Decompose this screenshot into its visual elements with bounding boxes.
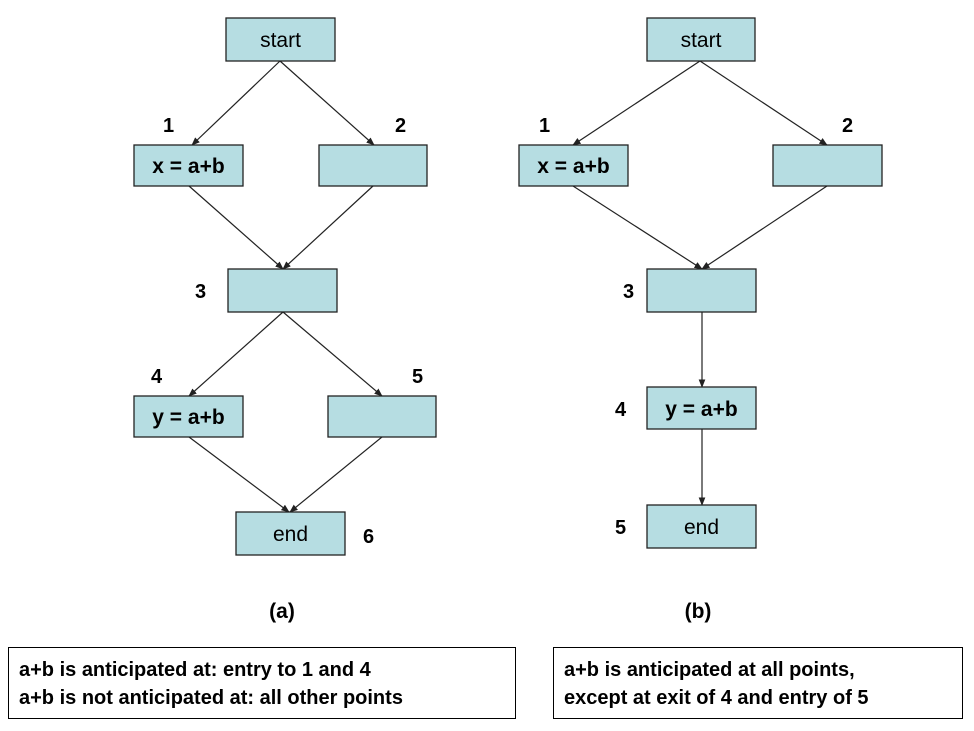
edge-a-2-3: [282, 185, 374, 270]
edge-b-start-1: [572, 60, 701, 146]
note-b-line-2: except at exit of 4 and entry of 5: [564, 687, 869, 709]
edge-a-3-5: [282, 311, 383, 397]
number-a-6: 6: [363, 526, 374, 548]
number-b-2: 2: [842, 115, 853, 137]
edge-a-1-3: [188, 185, 284, 270]
node-b-start: start: [646, 17, 756, 62]
note-a-line-1: a+b is anticipated at: entry to 1 and 4: [19, 659, 371, 681]
caption-b: (b): [685, 600, 712, 623]
node-b-start-label: start: [681, 29, 722, 52]
edge-a-4-end: [188, 436, 290, 513]
node-b-1: x = a+b: [518, 144, 629, 187]
number-b-5: 5: [615, 517, 626, 539]
edge-b-1-3: [572, 185, 703, 270]
graph-b: start x = a+b y = a+b end 1 2 3 4 5 (b): [518, 17, 883, 623]
node-a-start-label: start: [260, 29, 301, 52]
note-a: a+b is anticipated at: entry to 1 and 4 …: [8, 647, 516, 719]
edge-a-5-end: [289, 436, 383, 513]
node-a-3: [227, 268, 338, 313]
number-b-4: 4: [615, 399, 627, 421]
node-a-4-label: y = a+b: [152, 406, 224, 429]
number-a-4: 4: [151, 366, 163, 388]
number-a-1: 1: [163, 115, 174, 137]
node-a-end-label: end: [273, 523, 308, 546]
node-b-3: [646, 268, 757, 313]
node-b-end-label: end: [684, 516, 719, 539]
node-a-4: y = a+b: [133, 395, 244, 438]
node-b-2: [772, 144, 883, 187]
node-a-5: [327, 395, 437, 438]
node-a-1-label: x = a+b: [152, 155, 224, 178]
note-b: a+b is anticipated at all points, except…: [553, 647, 963, 719]
note-b-line-1: a+b is anticipated at all points,: [564, 659, 855, 681]
number-a-2: 2: [395, 115, 406, 137]
node-a-start: start: [225, 17, 336, 62]
caption-a: (a): [269, 600, 295, 623]
number-b-3: 3: [623, 281, 634, 303]
edge-a-3-4: [188, 311, 284, 397]
node-b-end: end: [646, 504, 757, 549]
node-a-end: end: [235, 511, 346, 556]
edge-b-start-2: [699, 60, 828, 146]
number-a-5: 5: [412, 366, 423, 388]
number-a-3: 3: [195, 281, 206, 303]
number-b-1: 1: [539, 115, 550, 137]
node-b-1-label: x = a+b: [537, 155, 609, 178]
graph-a: start x = a+b y = a+b end 1 2 3 4 5 6: [133, 17, 437, 623]
node-a-1: x = a+b: [133, 144, 244, 187]
edge-b-2-3: [701, 185, 828, 270]
node-b-4: y = a+b: [646, 386, 757, 430]
edge-a-start-1: [191, 60, 281, 146]
node-a-2: [318, 144, 428, 187]
note-a-line-2: a+b is not anticipated at: all other poi…: [19, 687, 403, 709]
node-b-4-label: y = a+b: [665, 398, 737, 421]
edge-a-start-2: [279, 60, 375, 146]
